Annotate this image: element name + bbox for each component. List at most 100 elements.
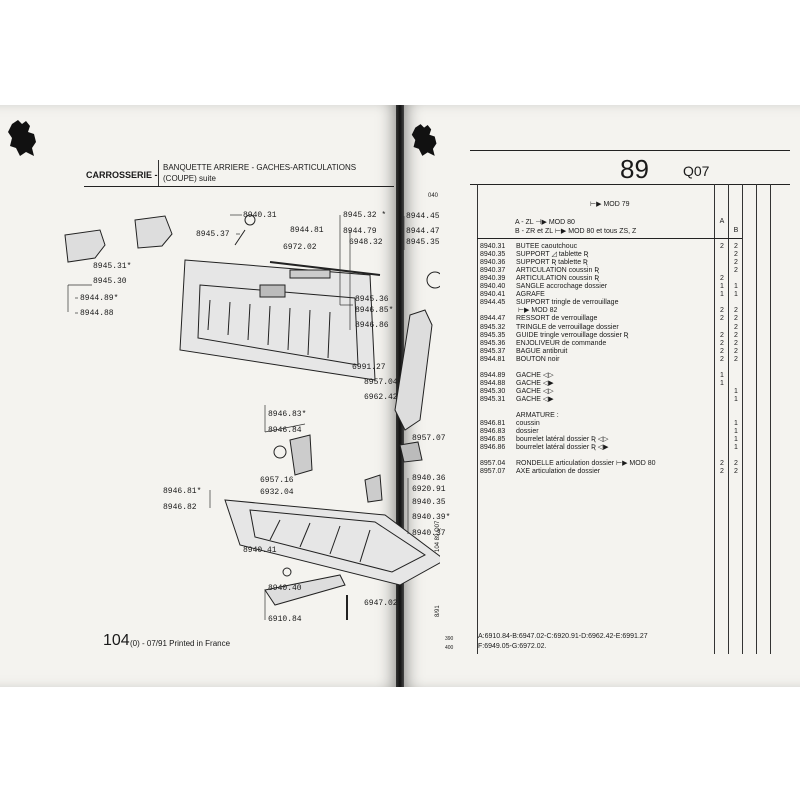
quantity-b: 1 (734, 291, 738, 299)
quantity-b: 2 (734, 331, 738, 339)
part-description: ⊢▶ MOD 82 (516, 307, 558, 315)
legend-a-tail: MOD 80 (548, 219, 575, 226)
quantity-a: 1 (720, 371, 724, 379)
table-header-rule (477, 238, 742, 239)
quantity-b: 2 (734, 243, 738, 250)
quantity-b: 1 (734, 420, 738, 428)
quantity-a: 2 (720, 307, 724, 315)
callout-label: 8944.79 (343, 227, 377, 236)
part-reference: 8945.35 (480, 331, 506, 339)
part-description: AXE articulation de dossier (516, 468, 601, 476)
table-row: ⊢▶ MOD 82 (480, 307, 558, 315)
quantity-b: 2 (734, 251, 738, 259)
part-reference: 8944.88 (480, 379, 506, 387)
quantity-a: 2 (720, 275, 724, 283)
callout-label: 8946.82 (163, 503, 197, 512)
part-reference: 8940.36 (480, 259, 506, 267)
quantity-b: 2 (734, 315, 738, 323)
part-description: ARTICULATION coussin Ʀ (516, 267, 599, 275)
callout-label: 8946.81* (163, 487, 202, 496)
part-reference: 8944.89 (480, 371, 506, 379)
part-description: SUPPORT ◿ tablette Ʀ (516, 251, 589, 259)
column-divider (728, 184, 729, 654)
part-description: BAGUE antibruit (516, 347, 568, 355)
part-description: TRINGLE de verrouillage dossier (516, 323, 619, 331)
column-divider (742, 184, 743, 654)
part-reference: 8944.45 (480, 299, 506, 307)
part-reference: 8946.83 (480, 428, 506, 436)
table-row: 8945.37 BAGUE antibruit (480, 348, 567, 356)
quantity-a: 2 (720, 331, 724, 339)
callout-label: 8945.30 (93, 277, 127, 286)
quantity-b: 2 (734, 468, 738, 476)
callout-label: 8946.83* (268, 410, 307, 419)
part-description: coussin (516, 420, 540, 428)
quantity-a: 2 (720, 347, 724, 355)
part-reference: 8945.37 (480, 347, 506, 355)
callout-label: 8944.45 (406, 212, 440, 221)
callout-label: 8945.37 (196, 230, 230, 239)
part-description: SUPPORT Ʀ tablette Ʀ (516, 259, 588, 267)
category-label: CARROSSERIE - (86, 170, 158, 180)
callout-label: 8944.81 (290, 226, 324, 235)
table-row (480, 452, 516, 460)
right-page (400, 105, 800, 687)
exploded-parts-diagram (64, 214, 440, 620)
part-reference: 8944.81 (480, 355, 506, 363)
quantity-b: 1 (734, 387, 738, 395)
quantity-b: 1 (734, 395, 738, 403)
part-reference: 8957.07 (480, 468, 506, 476)
part-description: bourrelet latéral dossier Ʀ ◁▷ (516, 436, 609, 444)
table-row: 8940.36 SUPPORT Ʀ tablette Ʀ (480, 259, 588, 267)
quantity-a: 2 (720, 339, 724, 347)
part-reference: 8945.31 (480, 395, 506, 403)
footer-print-note: (0) - 07/91 Printed in France (130, 639, 231, 648)
callout-label: 8940.39* (412, 513, 451, 522)
callout-label: 8944.89* (80, 294, 119, 303)
legend-b-tail: MOD 80 et tous ZS, Z (568, 228, 637, 235)
quantity-b: 1 (734, 283, 738, 291)
section-title-line2: (COUPE) suite (163, 174, 216, 183)
callout-label: 8944.47 (406, 227, 440, 236)
mod-note-text: MOD 79 (603, 201, 630, 208)
callout-label: 8940.35 (412, 498, 446, 507)
part-reference: 8946.86 (480, 444, 506, 452)
footer-page-number: 104 (103, 632, 130, 649)
callout-label: 6932.04 (260, 488, 294, 497)
quantity-a: 2 (720, 243, 724, 250)
part-reference: 8940.31 (480, 243, 506, 250)
callout-label: 8946.86 (355, 321, 389, 330)
callout-label: 6948.32 (349, 238, 383, 247)
quantity-a: 2 (720, 460, 724, 468)
side-date: 8/91 (435, 605, 441, 617)
part-description: AGRAFE (516, 291, 545, 299)
side-code: 104 89 Q07 (435, 520, 441, 552)
part-description: BOUTON noir (516, 355, 560, 363)
legend-b-text: B - ZR et ZL (515, 228, 553, 235)
part-description: dossier (516, 428, 539, 436)
quantity-a: 2 (720, 468, 724, 476)
table-row (480, 364, 516, 372)
callout-label: 6910.84 (268, 615, 302, 624)
quantity-a: 1 (720, 291, 724, 299)
part-reference: 8957.04 (480, 460, 506, 468)
callout-label: 8946.85* (355, 306, 394, 315)
quantity-b: 1 (734, 444, 738, 452)
table-left-border (477, 184, 478, 654)
table-row: ARMATURE : (480, 412, 559, 420)
table-row: 8957.07 AXE articulation de dossier (480, 468, 600, 476)
quantity-a: 2 (720, 315, 724, 323)
quantity-b: 2 (734, 355, 738, 363)
header-bottom-rule (470, 184, 790, 185)
